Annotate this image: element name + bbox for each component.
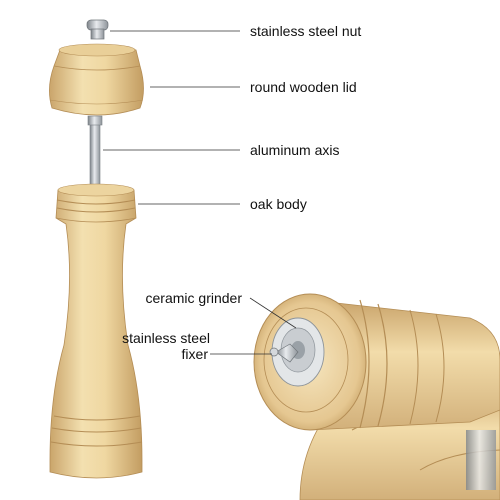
label-oak-body: oak body (250, 196, 307, 212)
label-stainless-steel-fixer-line2: fixer (181, 346, 208, 362)
label-aluminum-axis: aluminum axis (250, 142, 340, 158)
leader-line-grinder (249, 297, 297, 329)
leader-lines (103, 30, 297, 355)
label-stainless-steel-nut: stainless steel nut (250, 23, 362, 39)
label-ceramic-grinder: ceramic grinder (145, 290, 242, 306)
aluminum-axis-icon (87, 115, 103, 191)
label-stainless-steel-fixer-line1: stainless steel (122, 330, 210, 346)
round-wooden-lid-icon (49, 43, 144, 116)
stainless-steel-nut-icon (86, 19, 109, 40)
oak-body-icon (49, 183, 143, 479)
label-round-wooden-lid: round wooden lid (250, 79, 357, 95)
